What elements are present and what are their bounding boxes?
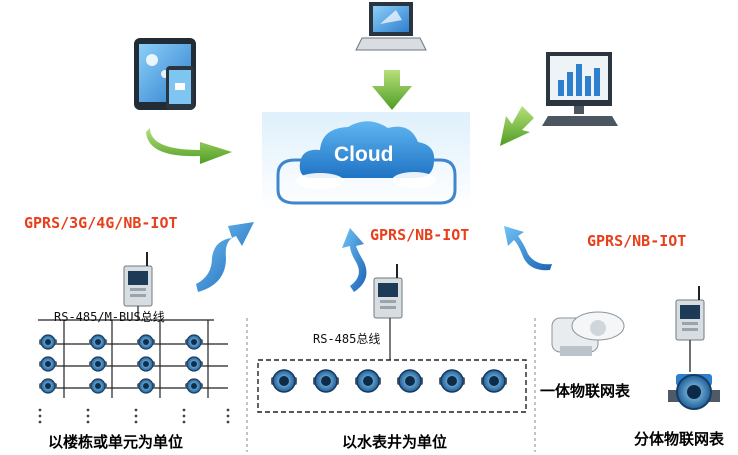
left-protocol-label: GPRS/3G/4G/NB-IOT: [24, 214, 178, 232]
green-arrow-laptop: [372, 70, 412, 110]
left-group-label: 以楼栋或单元为单位: [48, 433, 184, 451]
green-arrow-desktop: [500, 106, 534, 146]
center-group-label: 以水表井为单位: [342, 433, 448, 451]
tablet-phone-icon: [134, 38, 196, 110]
cloud-icon: [296, 121, 436, 189]
left-concentrator: [123, 251, 153, 307]
blue-arrow-left: [196, 222, 254, 292]
split-iot-meter-icon: [668, 374, 720, 410]
desktop-monitor-icon: [542, 52, 618, 126]
center-bus-label: RS-485总线: [313, 332, 381, 346]
integrated-meter-label: 一体物联网表: [540, 382, 631, 400]
cloud-label: Cloud: [334, 143, 394, 166]
center-concentrator: [373, 263, 403, 319]
left-meter-grid: [38, 334, 230, 424]
right-concentrator: [675, 285, 705, 341]
blue-arrow-center: [342, 228, 367, 292]
cloud-panel: [262, 112, 470, 210]
center-protocol-label: GPRS/NB-IOT: [370, 226, 470, 244]
meter-well-box: [257, 359, 527, 413]
right-group-label: 分体物联网表: [634, 430, 725, 448]
integrated-iot-meter-icon: [551, 311, 625, 356]
left-bus-label: RS-485/M-BUS总线: [54, 310, 165, 324]
green-arrow-tablet: [146, 128, 232, 164]
right-protocol-label: GPRS/NB-IOT: [587, 232, 687, 250]
blue-arrow-right: [504, 226, 552, 271]
laptop-icon: [355, 2, 427, 51]
